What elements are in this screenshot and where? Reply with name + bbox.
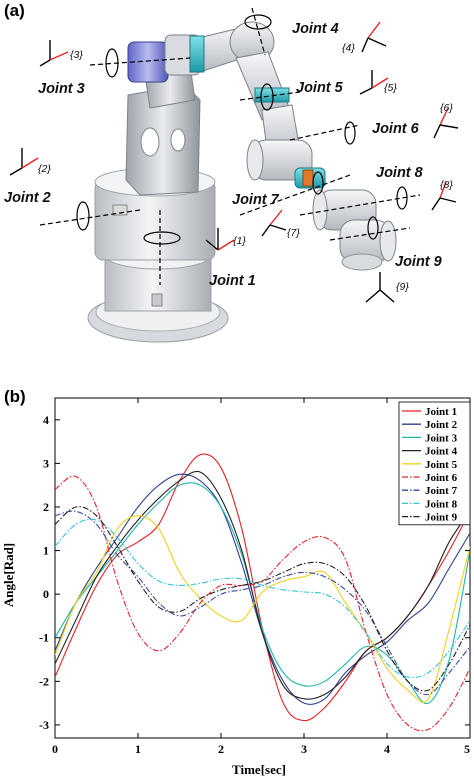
series-5-line — [55, 515, 470, 703]
x-tick-label: 1 — [135, 742, 141, 756]
legend-label: Joint 9 — [425, 512, 458, 524]
series-4-line — [55, 470, 470, 700]
series-9-line — [55, 506, 470, 692]
frame-3-label: {3} — [70, 49, 83, 61]
frame-2-axes — [9, 148, 39, 176]
frame-6-axes — [433, 107, 459, 139]
joint-4-label: Joint 4 — [292, 21, 339, 37]
panel-a-robot-illustration: (a) — [0, 0, 474, 380]
frame-9-label: {9} — [396, 281, 409, 293]
x-tick-label: 0 — [52, 742, 58, 756]
legend-label: Joint 2 — [425, 419, 458, 431]
coordinate-frames — [9, 21, 459, 303]
frame-6-label: {6} — [440, 102, 453, 114]
legend-label: Joint 4 — [425, 446, 458, 458]
x-tick-label: 2 — [218, 742, 224, 756]
frame-9-axes — [365, 272, 395, 303]
x-tick-label: 5 — [464, 742, 470, 756]
y-axis-label: Angle[Rad] — [1, 543, 16, 607]
series-layer — [55, 453, 470, 732]
x-axis-label: Time[sec] — [232, 762, 286, 777]
frame-5-axes — [359, 70, 389, 95]
joint-8-label: Joint 8 — [376, 165, 424, 181]
y-tick-label: 3 — [43, 456, 49, 470]
frame-4-axes — [361, 21, 387, 53]
robot-wrist-segment — [246, 139, 326, 189]
y-tick-label: 1 — [43, 544, 49, 558]
joint-9-label: Joint 9 — [395, 254, 442, 270]
legend-label: Joint 8 — [425, 498, 458, 510]
frame-4-label: {4} — [342, 42, 355, 54]
joint-axes — [39, 7, 421, 285]
frame-1-axes — [205, 228, 235, 251]
y-tick-label: 0 — [43, 587, 49, 601]
y-tick-label: 4 — [43, 413, 49, 427]
legend-label: Joint 6 — [425, 472, 458, 484]
robot-tower — [125, 64, 201, 196]
legend-label: Joint 1 — [425, 406, 457, 418]
frame-labels: {1} {2} {3} {4} {5} {6} {7} {8} {9} — [38, 42, 453, 293]
panel-b-label: (b) — [4, 387, 26, 406]
frame-2-label: {2} — [38, 163, 51, 175]
robot-figure: (a) — [4, 1, 459, 343]
legend-label: Joint 3 — [425, 432, 458, 444]
joint-7-label: Joint 7 — [232, 192, 280, 208]
x-tick-label: 4 — [384, 742, 390, 756]
y-tick-label: 2 — [43, 500, 49, 514]
robot-end-links — [312, 189, 397, 271]
y-tick-label: -1 — [39, 631, 49, 645]
frame-7-label: {7} — [287, 227, 300, 239]
frame-8-label: {8} — [440, 179, 453, 191]
joint-labels: Joint 1 Joint 2 Joint 3 Joint 4 Joint 5 … — [4, 21, 442, 289]
joint-6-label: Joint 6 — [372, 121, 420, 137]
joint-5-label: Joint 5 — [296, 80, 344, 96]
frame-1-label: {1} — [233, 235, 246, 247]
joint-2-label: Joint 2 — [4, 190, 51, 206]
panel-a-label: (a) — [4, 1, 25, 20]
joint-3-label: Joint 3 — [38, 81, 85, 97]
frame-8-axes — [431, 181, 457, 211]
legend-label: Joint 5 — [425, 459, 458, 471]
robot-upper-arm — [189, 21, 275, 73]
x-tick-label: 3 — [301, 742, 307, 756]
y-tick-label: -2 — [39, 674, 49, 688]
y-tick-label: -3 — [39, 718, 49, 732]
frame-7-axes — [261, 209, 287, 237]
joint-1-label: Joint 1 — [209, 273, 256, 289]
axes-layer: 0 1 2 3 4 5 -3 -2 -1 0 1 2 3 4 — [39, 398, 471, 756]
frame-3-axes — [39, 40, 69, 67]
legend-label: Joint 7 — [425, 485, 458, 497]
frame-5-label: {5} — [384, 82, 397, 94]
robot-forearm — [235, 51, 301, 159]
